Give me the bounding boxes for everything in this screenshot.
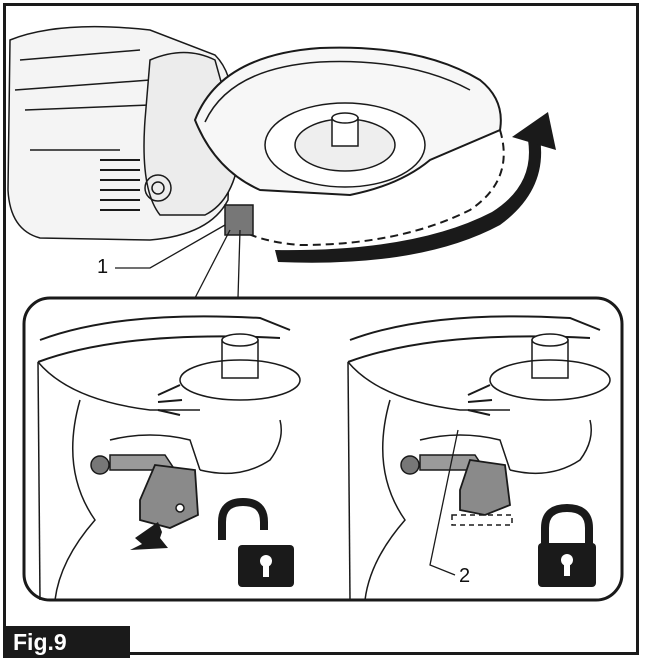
grinder-top-view	[7, 25, 505, 247]
release-arrow-icon	[130, 522, 168, 550]
zoom-lines	[194, 229, 241, 299]
callout-label-2: 2	[459, 565, 471, 587]
detail-locked	[347, 315, 611, 601]
padlock-closed-icon	[538, 503, 596, 587]
lever-closed	[459, 459, 511, 516]
rotated-guard-outline	[224, 129, 505, 247]
callout-1-leader	[115, 224, 226, 269]
curved-arrow-icon	[275, 112, 556, 263]
padlock-open-icon	[218, 497, 294, 587]
callout-label-1: 1	[97, 256, 109, 278]
vent-slots	[100, 159, 140, 211]
figure-label: Fig.9	[3, 626, 130, 658]
detail-unlocked	[37, 315, 301, 601]
lever-open	[139, 464, 199, 529]
callout-2-leader	[429, 429, 459, 576]
